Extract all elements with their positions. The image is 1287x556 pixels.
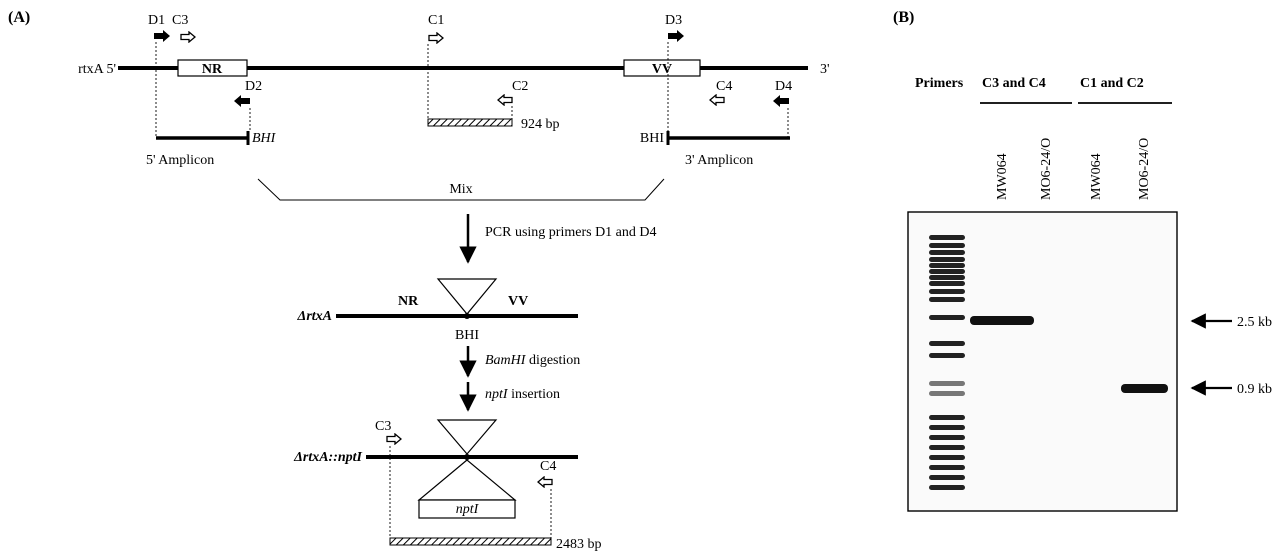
ladder-band: [929, 257, 965, 262]
ladder-band: [929, 415, 965, 420]
insertion-name: ΔrtxA::nptI: [293, 450, 362, 465]
panel-a-label: (A): [8, 9, 30, 26]
panel-a: (A) rtxA 5' 3' NR VV D1 C3 C1 D3 D2 C2 C…: [8, 9, 830, 552]
panel-b: (B) Primers C3 and C4 C1 and C2 MW064 MO…: [893, 9, 1272, 512]
c1-c2-product-size: 924 bp: [521, 117, 560, 132]
primer-d1-label: D1: [148, 13, 165, 28]
c3-c4-product-bar: [389, 537, 552, 546]
nr-domain-label: NR: [202, 62, 223, 77]
primer-c3-label: C3: [172, 13, 188, 28]
ladder-band: [929, 297, 965, 302]
insertion-primer-c4-arrow-icon: [537, 476, 553, 488]
ladder-band: [929, 341, 965, 346]
nptI-cassette-label: nptI: [456, 502, 480, 517]
primer-c2-arrow-icon: [497, 94, 513, 106]
ladder-band: [929, 381, 965, 386]
primer-d4-label: D4: [775, 79, 792, 94]
ladder-band: [929, 289, 965, 294]
lane-label-4: MO6-24/O: [1137, 138, 1152, 200]
ladder-band: [929, 425, 965, 430]
lane-label-1: MW064: [995, 153, 1010, 200]
primer-d1-arrow-icon: [154, 30, 170, 42]
primer-d2-label: D2: [245, 79, 262, 94]
nr-domain-box: [177, 59, 248, 77]
primer-d4-arrow-icon: [773, 95, 789, 107]
primer-c4-label: C4: [716, 79, 732, 94]
mix-label: Mix: [449, 182, 472, 197]
primer-d3-label: D3: [665, 13, 682, 28]
insertion-primer-c4-label: C4: [540, 459, 556, 474]
amplicon-5-label: 5' Amplicon: [146, 153, 214, 168]
deletion-site-dot: [464, 313, 470, 319]
primer-c4-arrow-icon: [709, 94, 725, 106]
amplicon-5-site: BHI: [252, 131, 277, 146]
amplicon-3-site: BHI: [640, 131, 664, 146]
c1-c2-product-bar: [427, 118, 513, 127]
ladder-band: [929, 275, 965, 280]
primer-group-c3-c4: C3 and C4: [982, 76, 1046, 91]
ladder-band: [929, 235, 965, 240]
deletion-triangle: [436, 278, 498, 315]
ladder-band: [929, 353, 965, 358]
marker-2-5kb-label: 2.5 kb: [1237, 315, 1272, 330]
ladder-band: [929, 475, 965, 480]
guide-lines: [155, 42, 789, 138]
primer-d3-arrow-icon: [668, 30, 684, 42]
primer-c1-arrow-icon: [428, 32, 444, 44]
ladder-band: [929, 435, 965, 440]
primer-c2-label: C2: [512, 79, 528, 94]
ladder-band: [929, 269, 965, 274]
digest-step-label: BamHI digestion: [485, 353, 580, 368]
c3-c4-product-size: 2483 bp: [556, 537, 602, 551]
lane-label-3: MW064: [1089, 153, 1104, 200]
band-0-9kb: [1121, 384, 1168, 393]
mix-bracket: [257, 178, 665, 201]
primer-c1-label: C1: [428, 13, 444, 28]
primer-d2-arrow-icon: [234, 95, 250, 107]
insertion-site-dot: [464, 454, 470, 460]
rtxa-3-label: 3': [820, 62, 830, 77]
insertion-top-triangle: [436, 419, 498, 455]
ladder-band: [929, 455, 965, 460]
vv-domain-label: VV: [652, 62, 672, 77]
ladder-band: [929, 391, 965, 396]
dna-ladder: [929, 235, 965, 490]
deletion-nr-label: NR: [398, 294, 419, 309]
lane-label-2: MO6-24/O: [1039, 138, 1054, 200]
ladder-band: [929, 243, 965, 248]
primer-group-c1-c2: C1 and C2: [1080, 76, 1144, 91]
band-2-5kb: [970, 316, 1034, 325]
primers-heading: Primers: [915, 76, 964, 91]
ladder-band: [929, 281, 965, 286]
deletion-name: ΔrtxA: [297, 309, 332, 324]
insert-step-label: nptI insertion: [485, 387, 560, 402]
panel-b-label: (B): [893, 9, 914, 26]
vv-domain-box: [623, 59, 701, 77]
insertion-primer-c3-label: C3: [375, 419, 391, 434]
primer-c3-arrow-icon: [180, 31, 196, 43]
marker-0-9kb-label: 0.9 kb: [1237, 382, 1272, 397]
ladder-band: [929, 250, 965, 255]
insertion-primer-c3-arrow-icon: [386, 433, 402, 445]
ladder-band: [929, 263, 965, 268]
insertion-guide-lines: [389, 446, 552, 539]
ladder-band: [929, 485, 965, 490]
amplicon-3-label: 3' Amplicon: [685, 153, 753, 168]
deletion-site-label: BHI: [455, 328, 479, 343]
ladder-band: [929, 465, 965, 470]
ladder-band: [929, 315, 965, 320]
insertion-lower-triangle: [417, 459, 517, 501]
deletion-vv-label: VV: [508, 294, 528, 309]
rtxa-5-label: rtxA 5': [78, 62, 116, 77]
nptI-cassette-box: [418, 499, 516, 519]
pcr-step-label: PCR using primers D1 and D4: [485, 225, 657, 240]
ladder-band: [929, 445, 965, 450]
